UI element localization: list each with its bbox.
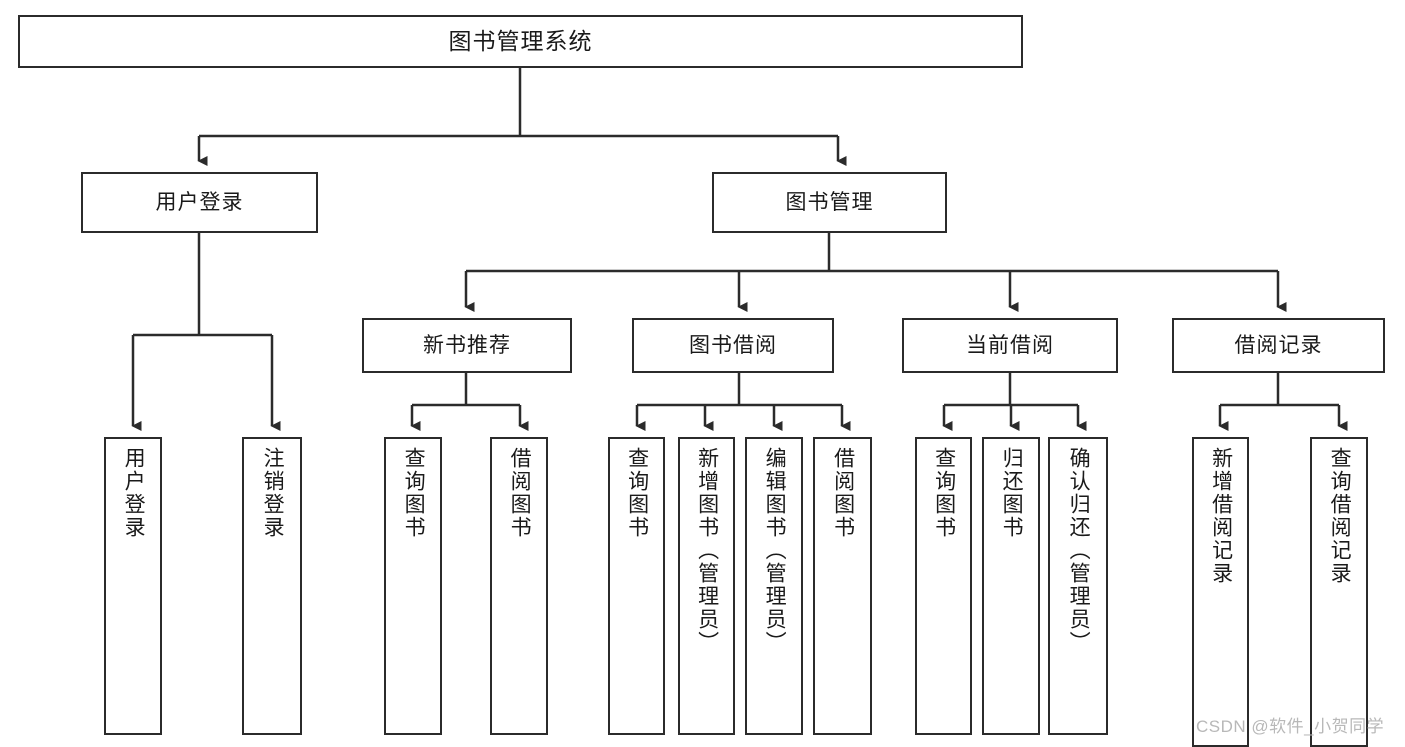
leaf-add-book-admin[interactable]: 新增图书（管理员） — [678, 437, 735, 735]
node-label: 用户登录 — [122, 447, 146, 539]
leaf-query-borrow-record[interactable]: 查询借阅记录 — [1310, 437, 1368, 747]
node-label: 查询图书 — [402, 447, 426, 539]
node-label: 新增图书（管理员） — [695, 447, 719, 654]
node-label: 查询借阅记录 — [1328, 447, 1352, 585]
node-label: 图书借阅 — [689, 333, 777, 357]
node-label: 借阅记录 — [1234, 333, 1323, 357]
leaf-query-book-recommend[interactable]: 查询图书 — [384, 437, 442, 735]
leaf-borrow-book-recommend[interactable]: 借阅图书 — [490, 437, 548, 735]
node-root-book-management-system[interactable]: 图书管理系统 — [18, 15, 1023, 68]
leaf-user-login[interactable]: 用户登录 — [104, 437, 162, 735]
node-book-borrow[interactable]: 图书借阅 — [632, 318, 834, 373]
leaf-return-book[interactable]: 归还图书 — [982, 437, 1040, 735]
node-label: 归还图书 — [1000, 447, 1024, 539]
leaf-query-book-borrow[interactable]: 查询图书 — [608, 437, 665, 735]
csdn-watermark: CSDN @软件_小贺同学 — [1196, 717, 1385, 736]
node-new-book-recommend[interactable]: 新书推荐 — [362, 318, 572, 373]
node-label: 注销登录 — [261, 447, 285, 539]
node-current-borrow[interactable]: 当前借阅 — [902, 318, 1118, 373]
node-label: 图书管理系统 — [448, 27, 593, 54]
leaf-logout[interactable]: 注销登录 — [242, 437, 302, 735]
node-label: 当前借阅 — [966, 333, 1054, 357]
node-label: 确认归还（管理员） — [1067, 447, 1091, 654]
leaf-query-book-current[interactable]: 查询图书 — [915, 437, 972, 735]
node-label: 编辑图书（管理员） — [763, 447, 787, 654]
leaf-edit-book-admin[interactable]: 编辑图书（管理员） — [745, 437, 803, 735]
node-label: 用户登录 — [155, 190, 244, 214]
node-label: 新增借阅记录 — [1209, 447, 1233, 585]
node-label: 图书管理 — [785, 190, 874, 214]
node-label: 新书推荐 — [423, 333, 511, 357]
node-label: 借阅图书 — [831, 447, 855, 539]
node-label: 查询图书 — [932, 447, 956, 539]
node-label: 借阅图书 — [508, 447, 532, 539]
node-label: 查询图书 — [625, 447, 649, 539]
node-user-login[interactable]: 用户登录 — [81, 172, 318, 233]
node-borrow-record[interactable]: 借阅记录 — [1172, 318, 1385, 373]
leaf-borrow-book[interactable]: 借阅图书 — [813, 437, 872, 735]
leaf-add-borrow-record[interactable]: 新增借阅记录 — [1192, 437, 1249, 747]
node-book-management[interactable]: 图书管理 — [712, 172, 947, 233]
leaf-confirm-return-admin[interactable]: 确认归还（管理员） — [1048, 437, 1108, 735]
